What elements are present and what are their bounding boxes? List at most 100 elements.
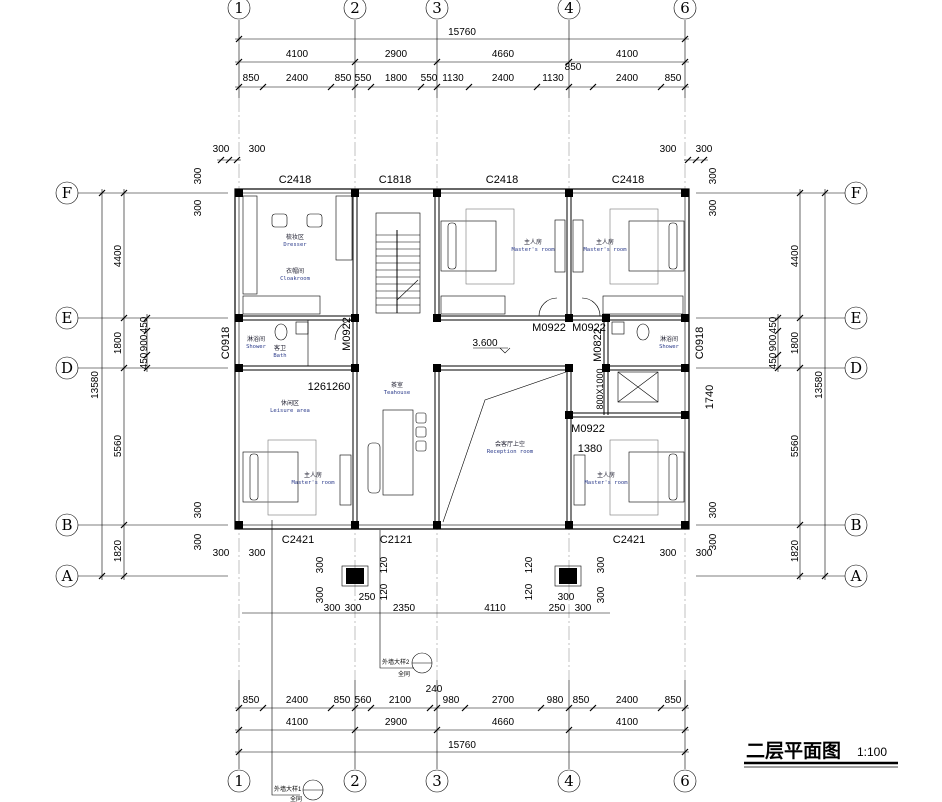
dim-corner: 300 [249,144,266,155]
dim-porch: 300 [596,556,607,573]
drawing-title: 二层平面图 1:100 [744,740,898,768]
columns [235,189,689,529]
dim-detail: 240 [426,684,443,695]
dim-detail: 560 [355,695,372,706]
dim-sub: 900 [139,334,150,351]
axis-label: E [851,309,862,327]
axis-label: A [61,567,73,585]
detail-tag: 外墙大样2 [382,658,410,666]
walls [234,188,690,530]
structural-column [235,364,243,372]
room-name: 梳妆区 [286,233,304,241]
axis-bubble: E [55,306,79,330]
axis-bubble: 4 [557,769,581,793]
axis-label: 2 [350,772,360,790]
staircase-icon [375,212,421,314]
dim-detail: 2100 [389,695,412,706]
window-label: C0918 [694,327,706,359]
dim-detail: 550 [355,73,372,84]
dim-label: 1380 [578,443,602,455]
axis-bubble: D [55,356,79,380]
axis-label: F [851,184,861,202]
dim-detail: 2400 [286,695,309,706]
detail-callout: 外墙大样1 全同 [271,520,324,802]
axis-label: 2 [350,0,360,17]
axis-label: 6 [680,772,690,790]
door-label: 800X1000 [595,368,605,409]
axis-bubble: B [55,513,79,537]
dimension-lines [98,35,829,756]
dim-sub: 450 [768,352,779,369]
structural-column [681,521,689,529]
detail-tag-sub: 全同 [290,795,302,802]
dim-detail: 2400 [616,695,639,706]
axis-label: 4 [564,0,574,17]
window-label: C2421 [282,534,314,546]
room-name: 主人房 [524,238,542,246]
structural-column [351,521,359,529]
dim-porch: 2350 [393,603,416,614]
axis-label: 1 [234,0,244,17]
axis-bubble: 6 [673,0,697,20]
door-label: M0922 [572,322,606,334]
title-text: 二层平面图 [746,740,841,762]
dim-corner: 300 [249,548,266,559]
dim-corner: 300 [213,548,230,559]
room-name-en: Dresser [283,242,307,248]
dim-corner: 300 [193,199,204,216]
structural-column [681,411,689,419]
axis-bubble: 2 [343,0,367,20]
room-name: 主人房 [304,471,322,479]
dim-porch: 120 [524,556,535,573]
axis-label: 1 [234,772,244,790]
dim-axis: 1820 [790,539,801,562]
room-name: 主人房 [596,238,614,246]
room-name: 客卫 [274,344,286,352]
axis-label: 6 [680,0,690,17]
elevator-icon [617,371,659,403]
structural-column [433,364,441,372]
dim-porch: 250 [359,592,376,603]
window-label: C2418 [279,174,311,186]
room-name: 淋浴间 [660,335,678,343]
dim-porch: 300 [315,586,326,603]
window-label: C2418 [612,174,644,186]
window-label: C2418 [486,174,518,186]
dim-corner: 300 [708,167,719,184]
dim-detail: 850 [243,73,260,84]
dim-axis: 4100 [616,717,639,728]
dim-detail: 2400 [286,73,309,84]
room-name-en: Master's room [511,247,555,253]
axis-label: E [62,309,73,327]
room-name: 会客厅上空 [495,440,525,448]
dim-detail: 850 [665,73,682,84]
level-mark: 3.600 [472,338,497,349]
dim-detail: 850 [665,695,682,706]
dim-porch: 120 [524,583,535,600]
detail-callout: 外墙大样2 全同 [379,530,433,678]
bed-icon [440,208,515,285]
axis-label: F [62,184,72,202]
dim-porch: 300 [575,603,592,614]
room-name-en: Leisure area [270,408,310,414]
room-name-en: Master's room [583,247,627,253]
structural-column [565,521,573,529]
room-name-en: Shower [659,344,680,350]
dim-corner: 300 [193,501,204,518]
window-labels: C2418 C1818 C2418 C2418 C2421 C2121 C242… [220,174,706,546]
structural-column [351,364,359,372]
axis-label: A [850,567,862,585]
window-label: C2121 [380,534,412,546]
room-name-en: Master's room [291,480,335,486]
dim-detail: 1130 [442,73,464,84]
axis-bubble: F [55,181,79,205]
door-labels: M0922 M0922 M0922 M0822 800X1000 M0922 1… [308,317,716,455]
structural-column [565,411,573,419]
window-label: C2421 [613,534,645,546]
bed-icon [609,208,685,285]
dim-corner: 300 [708,501,719,518]
dim-detail: 2700 [492,695,515,706]
axis-label: D [61,359,73,377]
